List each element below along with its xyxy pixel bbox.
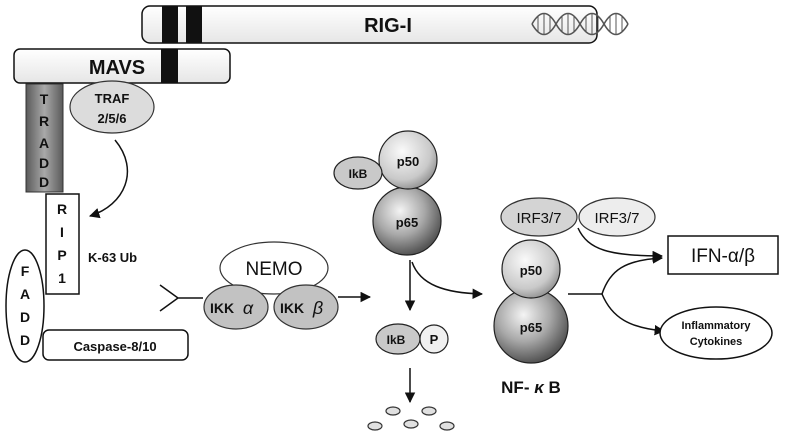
p50-nfkb-label: p50 [520,263,542,278]
traf-node: TRAF 2/5/6 [69,80,155,134]
ikk-alpha-symbol: α [243,298,254,318]
rig-i-bar: RIG-I [141,5,598,44]
ikk-alpha-label: IKK [210,300,234,316]
irf-dimer: IRF3/7 IRF3/7 [500,197,656,237]
ikk-beta-label: IKK [280,300,304,316]
p50-nfkb-node [501,239,561,299]
p50-top-label: p50 [397,154,419,169]
arrow-traf-to-rip1 [88,139,129,219]
k63-ub-label: K-63 Ub [88,250,137,265]
nfkb-label-kappa: κ [534,378,545,397]
phospho-label: P [430,332,439,347]
traf-label-line1: TRAF [95,91,130,106]
fadd-letter: D [20,309,30,325]
tradd-letter: D [39,155,49,171]
tradd-letter: D [39,174,49,190]
caspase-label: Caspase-8/10 [73,339,156,354]
p65-nfkb-label: p65 [520,320,542,335]
p65-top-label: p65 [396,215,418,230]
cytokines-node: Inflammatory Cytokines [659,306,773,360]
tradd-letter: A [39,135,49,151]
caspase-node: Caspase-8/10 [42,329,189,361]
mavs-band [161,49,178,83]
fadd-node: F A D D [5,249,45,363]
ifn-label: IFN-α/β [691,246,755,267]
mavs-label: MAVS [89,57,145,79]
nemo-node [219,241,329,295]
rip1-letter: 1 [58,270,66,286]
rig-i-band-2 [186,6,202,43]
dna-helix-icon [531,12,629,36]
ikb-nfkb-complex: p65 p50 IkB [333,130,442,256]
phospho-node [419,324,449,354]
ifn-node: IFN-α/β [667,235,779,275]
rig-i-band-1 [162,6,178,43]
irf-left-node [500,197,578,237]
p50-top-node [378,130,438,190]
tradd-letter: T [40,91,49,107]
rig-i-label: RIG-I [364,15,412,37]
rip1-letter: I [60,224,64,240]
ikb-phospho-node: IkB P [375,323,449,355]
rip1-letter: P [57,247,66,263]
traf-label-line2: 2/5/6 [98,111,127,126]
irf-left-label: IRF3/7 [516,210,561,227]
nfkb-complex: p65 p50 [493,239,569,364]
ubiquitin-dots-icon [367,406,455,431]
tradd-letter: R [39,113,49,129]
mavs-bar: MAVS [13,48,231,84]
arrow-nfkb-to-cytokines [601,293,666,336]
rip1-letter: R [57,201,67,217]
arrow-complex-to-nfkb [411,261,484,299]
ikb-top-label: IkB [349,167,368,181]
arrow-nfkb-to-ifn [601,253,664,295]
ikk-beta-node [273,284,339,330]
ikb-top-node [333,156,383,190]
tradd-block: T R A D D [25,83,64,193]
fadd-letter: A [20,286,30,302]
cytokines-label-line1: Inflammatory [681,320,751,332]
fork-connector [159,284,203,312]
nfkb-label: NF- κ B [501,378,561,397]
irf-right-label: IRF3/7 [594,210,639,227]
nfkb-label-suffix: B [544,378,561,397]
ikk-complex: NEMO IKK α IKK β [203,241,339,330]
arrow-irf-to-ifn [577,227,664,262]
ikk-alpha-node [203,284,269,330]
fadd-letter: D [20,332,30,348]
fadd-letter: F [21,263,30,279]
irf-right-node [578,197,656,237]
nfkb-label-prefix: NF- [501,378,534,397]
nemo-label: NEMO [246,259,303,280]
ikb-bottom-label: IkB [387,333,406,347]
ikk-beta-symbol: β [312,298,323,318]
cytokines-label-line2: Cytokines [690,336,743,348]
rip1-block: R I P 1 [45,193,80,295]
